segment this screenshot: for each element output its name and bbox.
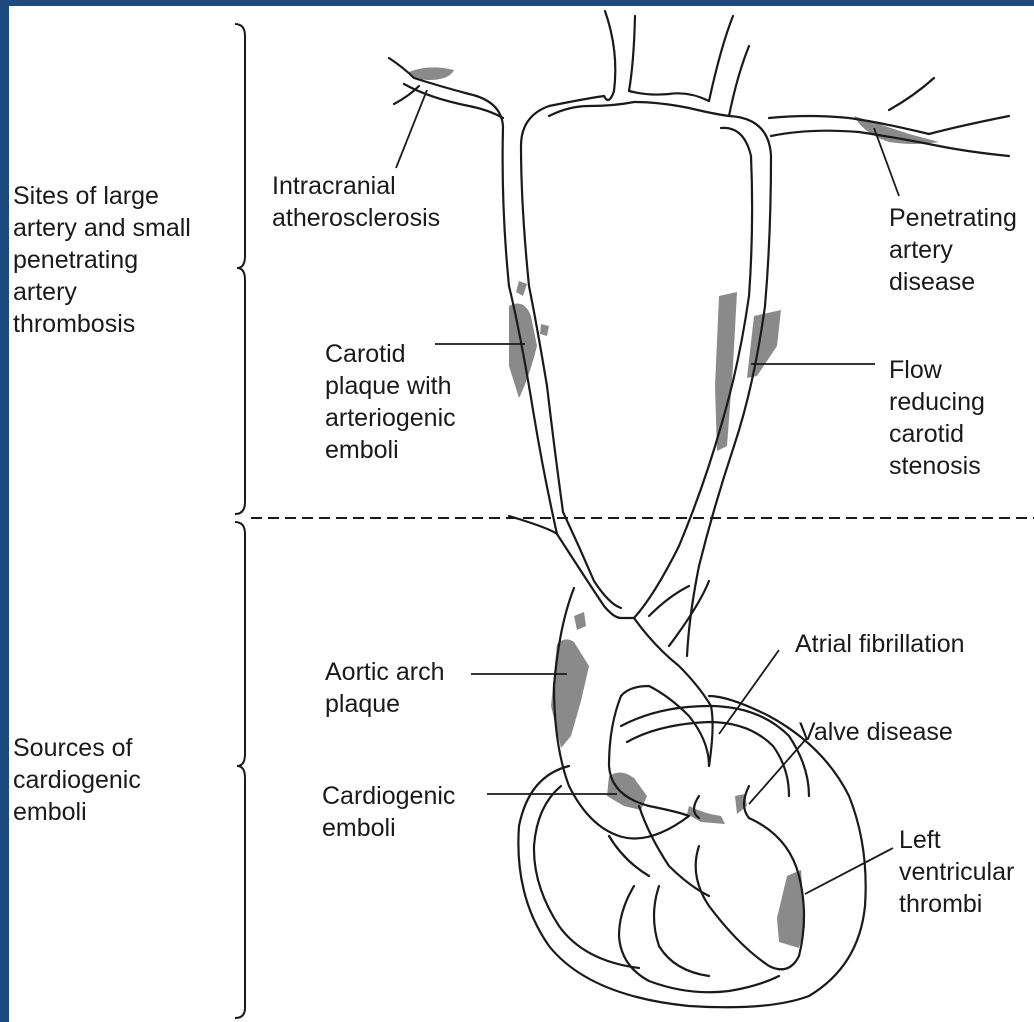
- right-branch-tip2: [929, 116, 1009, 134]
- plaque-regions: [409, 67, 939, 948]
- plaque-flow-left: [715, 292, 737, 451]
- ventricle-septum2: [609, 836, 649, 876]
- left-branch-tip1: [389, 58, 414, 78]
- label-cardiogenic-emboli: Cardiogenic emboli: [322, 780, 455, 844]
- leader-lines: [396, 90, 899, 894]
- right-branch-tip3: [939, 146, 1009, 156]
- right-carotid-outer: [634, 128, 752, 618]
- label-carotid-plaque: Carotid plaque with arteriogenic emboli: [325, 338, 456, 466]
- plaque-valve-left: [687, 806, 725, 824]
- brace-top: [235, 24, 245, 514]
- atrium-outer: [621, 706, 809, 796]
- label-left-ventricular-thrombi: Left ventricular thrombi: [899, 824, 1014, 920]
- leader-intracranial: [396, 90, 427, 168]
- top-arch: [549, 102, 729, 116]
- right-branch-tip1: [889, 78, 934, 110]
- top-vessel-right: [629, 16, 709, 101]
- right-ventricle: [619, 886, 779, 992]
- group-label-cardiogenic-sources: Sources of cardiogenic emboli: [13, 732, 141, 828]
- lower-chamber: [654, 886, 709, 976]
- brace-bottom: [235, 522, 245, 1018]
- top-vessel-right2: [709, 16, 733, 101]
- label-flow-reducing-stenosis: Flow reducing carotid stenosis: [889, 354, 985, 482]
- plaque-carotid-left-frag2: [540, 324, 549, 336]
- label-valve-disease: Valve disease: [799, 716, 953, 748]
- left-branch-tip2: [394, 86, 419, 104]
- aortic-loop: [621, 686, 709, 766]
- vascular-diagram: [9, 6, 1034, 1022]
- top-vessel-left: [604, 11, 615, 100]
- diagram-canvas: Sites of large artery and small penetrat…: [9, 6, 1034, 1022]
- top-vessel-right3: [729, 46, 749, 116]
- leader-left-ventricular: [805, 848, 893, 894]
- label-penetrating-artery-disease: Penetrating artery disease: [889, 202, 1017, 298]
- left-carotid-inner: [521, 96, 604, 512]
- label-aortic-arch-plaque: Aortic arch plaque: [325, 656, 444, 720]
- group-label-large-artery: Sites of large artery and small penetrat…: [13, 180, 191, 340]
- label-intracranial-atherosclerosis: Intracranial atherosclerosis: [272, 170, 440, 234]
- plaque-aortic-frag: [574, 612, 586, 630]
- plaque-carotid-left-frag1: [516, 281, 527, 296]
- label-atrial-fibrillation: Atrial fibrillation: [795, 628, 965, 660]
